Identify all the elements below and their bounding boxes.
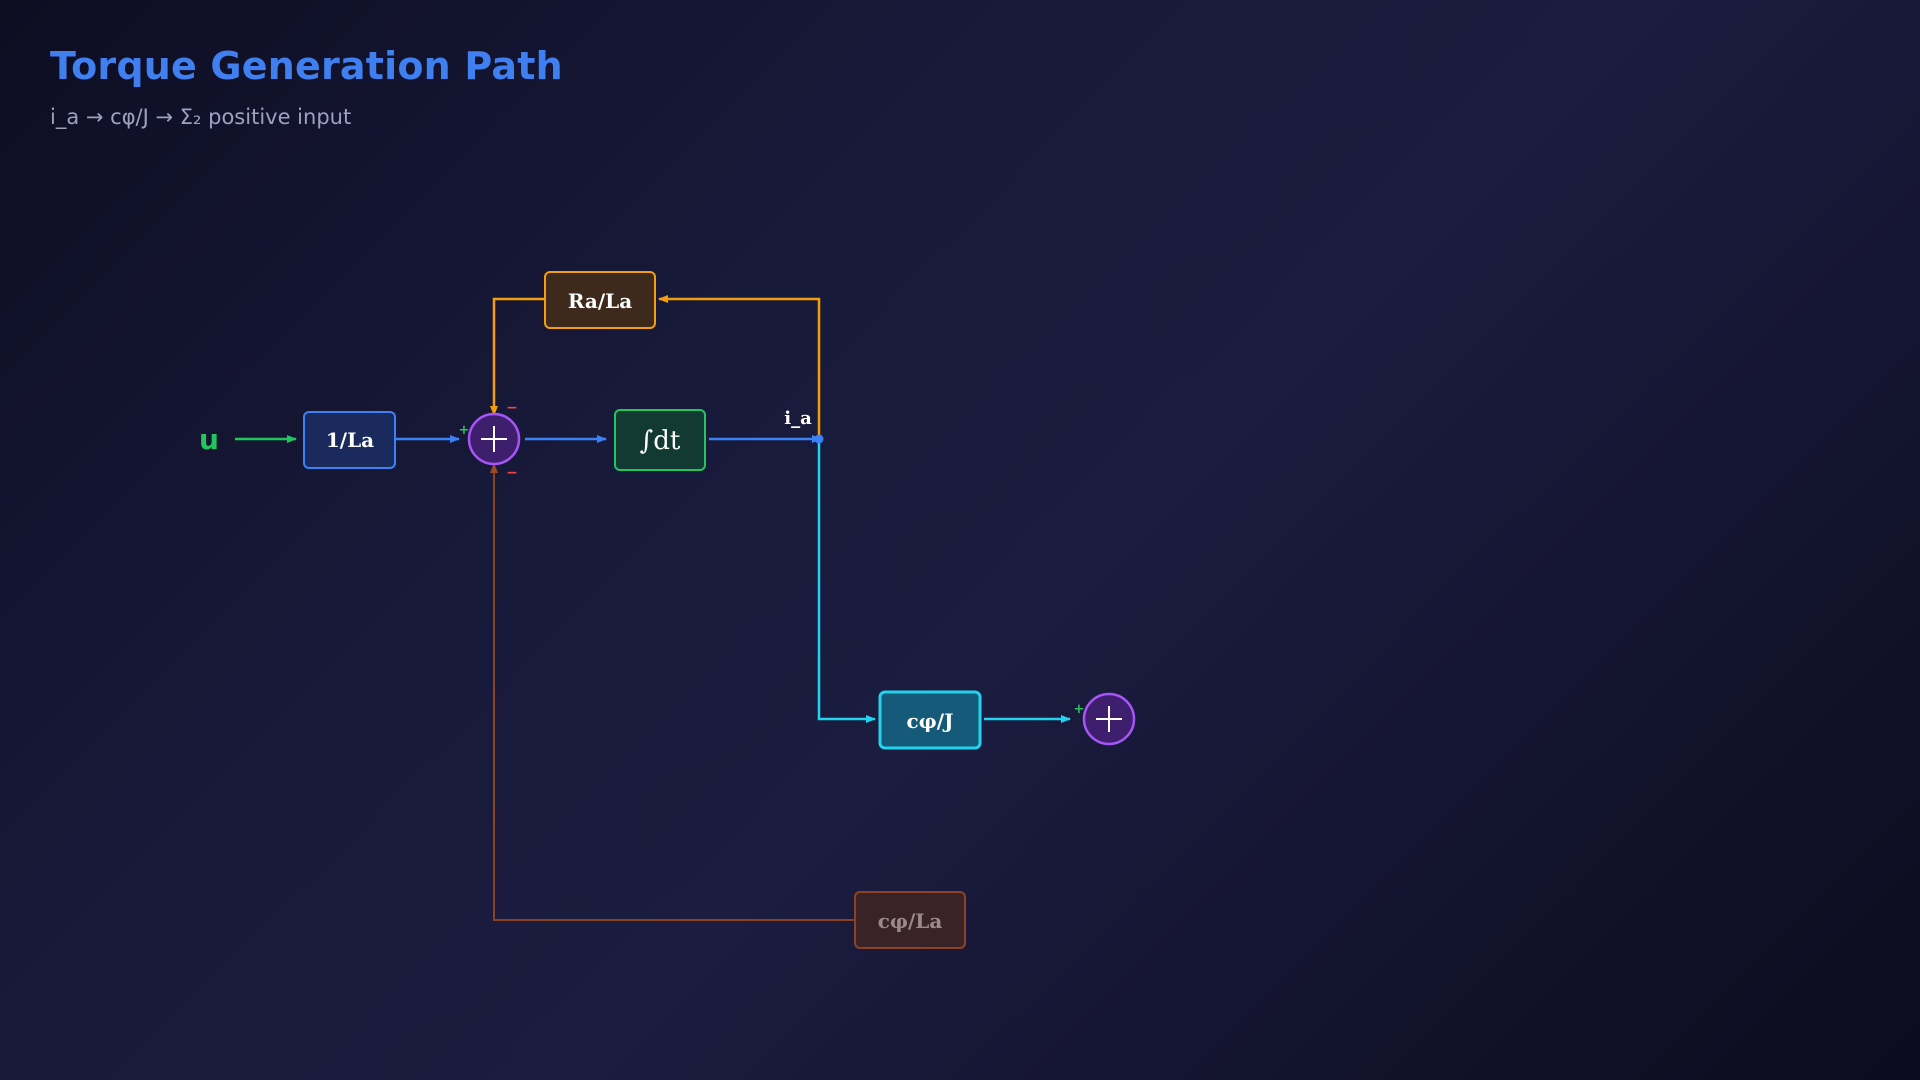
summing-junction-2[interactable]	[1082, 692, 1136, 746]
page-subtitle: i_a → cφ/J → Σ₂ positive input	[50, 105, 352, 129]
block-integrator-label: ∫dt	[640, 426, 681, 456]
summing-junction-1[interactable]	[467, 412, 521, 466]
sum1-minus-top-sign: −	[506, 400, 518, 416]
block-c-phi-j-label: cφ/J	[906, 709, 953, 733]
sum2-plus-sign: +	[1074, 702, 1085, 717]
branch-point	[814, 434, 824, 444]
block-inv-la[interactable]: 1/La	[303, 411, 396, 469]
block-inv-la-label: 1/La	[326, 428, 374, 452]
emf-feedback-path	[490, 463, 855, 921]
block-ra-la[interactable]: Ra/La	[544, 271, 656, 329]
input-label: u	[199, 423, 219, 456]
block-c-phi-j[interactable]: cφ/J	[878, 690, 982, 750]
block-c-phi-la-label: cφ/La	[878, 909, 943, 933]
block-c-phi-la[interactable]: cφ/La	[854, 891, 966, 949]
signal-label-ia: i_a	[784, 408, 812, 429]
block-integrator[interactable]: ∫dt	[614, 409, 706, 471]
page-title: Torque Generation Path	[50, 44, 563, 88]
sum1-plus-sign: +	[459, 423, 470, 438]
torque-path	[817, 439, 1071, 723]
block-ra-la-label: Ra/La	[568, 289, 632, 313]
resistance-feedback-path	[490, 295, 821, 439]
sum1-minus-bottom-sign: −	[506, 465, 518, 481]
